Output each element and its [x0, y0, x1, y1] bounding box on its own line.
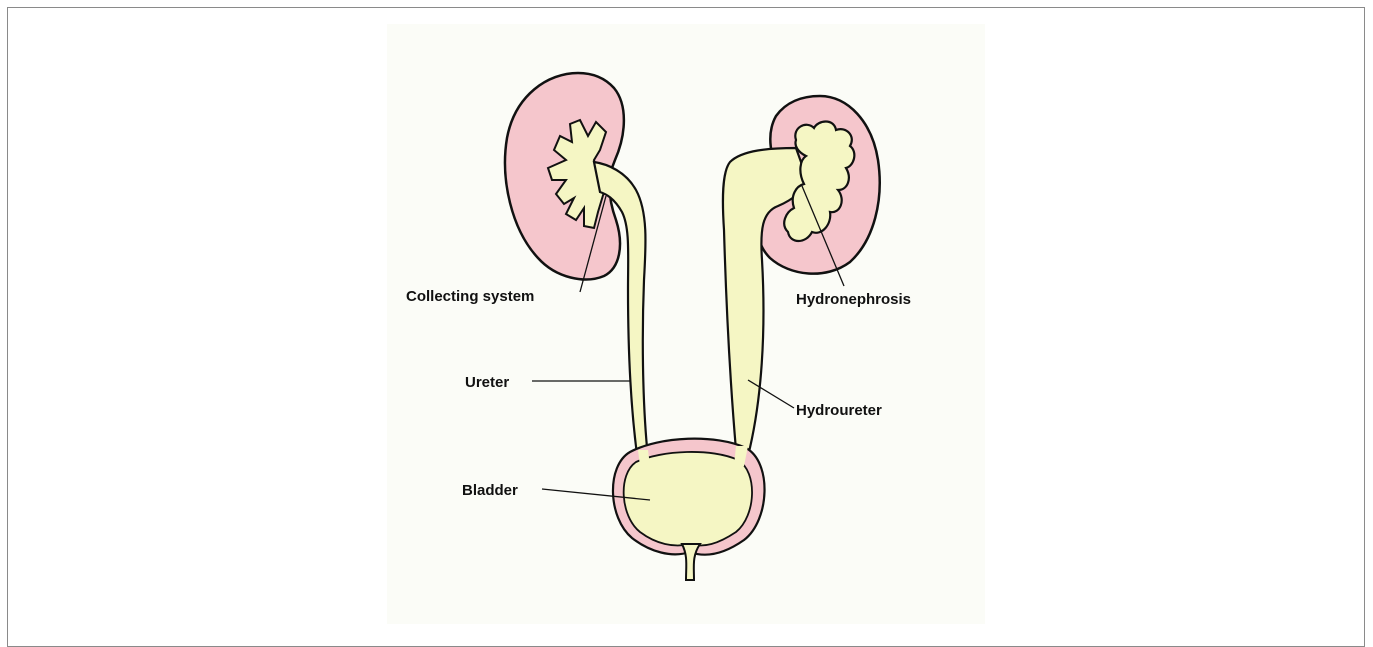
- label-hydronephrosis: Hydronephrosis: [796, 291, 911, 308]
- urethra: [682, 544, 700, 580]
- urinary-tract-diagram: Collecting system Ureter Bladder Hydrone…: [0, 0, 1373, 631]
- label-hydroureter: Hydroureter: [796, 402, 882, 419]
- left-ureter-entry: [638, 450, 650, 466]
- label-bladder: Bladder: [462, 482, 518, 499]
- label-ureter: Ureter: [465, 374, 509, 391]
- label-collecting-system: Collecting system: [406, 288, 534, 305]
